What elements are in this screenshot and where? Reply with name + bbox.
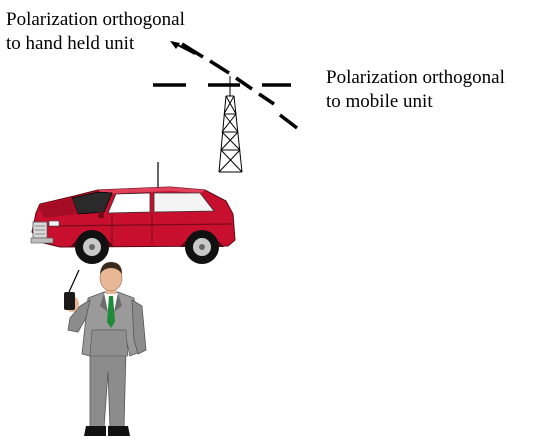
person-with-handheld-radio-icon — [64, 262, 147, 436]
handheld-label-line-1: Polarization orthogonal — [6, 9, 185, 30]
handheld-label-line-2: to hand held unit — [6, 33, 135, 54]
handheld-polarization-label: Polarization orthogonal to hand held uni… — [6, 8, 185, 56]
mobile-polarization-label: Polarization orthogonal to mobile unit — [326, 66, 505, 114]
handheld-label-arrow — [170, 41, 196, 55]
mobile-van-icon — [30, 162, 236, 264]
mobile-label-line-1: Polarization orthogonal — [326, 67, 505, 88]
mobile-label-line-2: to mobile unit — [326, 91, 433, 112]
antenna-tower-icon — [218, 76, 243, 173]
handheld-polarization-line — [181, 42, 299, 130]
